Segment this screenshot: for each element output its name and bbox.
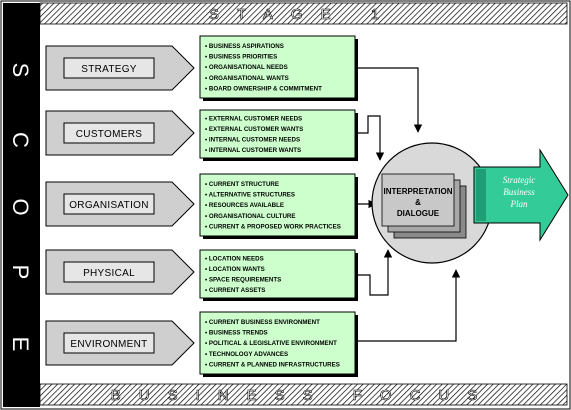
row-strategy: STRATEGY • BUSINESS ASPIRATIONS • BUSINESS… <box>45 35 358 101</box>
document-stack <box>381 173 467 239</box>
item-text: • CURRENT STRUCTURE <box>205 181 279 188</box>
item-text: • BUSINESS PRIORITIES <box>205 54 277 61</box>
item-text: • BOARD OWNERSHIP & COMMITMENT <box>205 85 322 92</box>
item-text: • CURRENT ASSETS <box>205 287 265 294</box>
item-text: • EXTERNAL CUSTOMER NEEDS <box>205 115 302 122</box>
scope-letter: S <box>8 63 33 78</box>
row-physical: PHYSICAL • LOCATION NEEDS • LOCATION WANTS… <box>45 249 358 301</box>
item-box <box>199 109 356 159</box>
item-text: • CURRENT BUSINESS ENVIRONMENT <box>205 319 320 326</box>
chevron-label-box <box>63 193 155 215</box>
row-customers: CUSTOMERS • EXTERNAL CUSTOMER NEEDS • EXTE… <box>45 109 358 161</box>
center-line3: DIALOGUE <box>397 209 440 218</box>
chevron-label: ORGANISATION <box>69 200 149 211</box>
connector-environment <box>358 269 461 342</box>
scope-letter: E <box>8 337 33 352</box>
item-text: • RESOURCES AVAILABLE <box>205 202 284 209</box>
strategic-plan-arrow <box>473 148 569 242</box>
scope-sidebar <box>3 3 40 407</box>
rows: STRATEGY • BUSINESS ASPIRATIONS • BUSINESS… <box>45 35 358 377</box>
item-text: • LOCATION NEEDS <box>205 255 264 262</box>
item-text: • CURRENT & PLANNED INFRASTRUCTURES <box>205 361 340 368</box>
scope-letter: C <box>8 132 33 148</box>
item-text: • ORGANISATIONAL NEEDS <box>205 64 288 71</box>
chevron-label-box <box>63 122 155 144</box>
chevron-label-box <box>63 261 155 283</box>
item-text: • EXTERNAL CUSTOMER WANTS <box>205 126 303 133</box>
item-text: • INTERNAL CUSTOMER WANTS <box>205 147 301 154</box>
output-line2: Business <box>503 187 535 197</box>
item-text: • LOCATION WANTS <box>205 266 265 273</box>
item-text: • CURRENT & PROPOSED WORK PRACTICES <box>205 223 341 230</box>
arrow-stripe <box>476 169 486 221</box>
item-box <box>199 311 356 375</box>
connector-physical <box>358 249 393 296</box>
scope-letter: O <box>8 198 33 215</box>
item-text: • ORGANISATIONAL CULTURE <box>205 213 296 220</box>
item-text: • POLITICAL & LEGISLATIVE ENVIRONMENT <box>205 340 337 347</box>
chevron-label-box <box>63 332 155 354</box>
connectors <box>358 67 461 342</box>
row-organisation: ORGANISATION • CURRENT STRUCTURE • ALTERNA… <box>45 173 358 239</box>
header-title: STAGE 1 <box>209 6 397 23</box>
item-text: • BUSINESS ASPIRATIONS <box>205 43 284 50</box>
chevron-label: ENVIRONMENT <box>70 339 147 350</box>
item-text: • ALTERNATIVE STRUCTURES <box>205 192 295 199</box>
chevron-label: PHYSICAL <box>83 268 135 279</box>
chevron-label: CUSTOMERS <box>76 129 142 140</box>
output-line3: Plan <box>510 199 528 209</box>
item-text: • TECHNOLOGY ADVANCES <box>205 351 288 358</box>
connector-strategy <box>358 67 423 133</box>
center-line1: INTERPRETATION <box>383 187 452 196</box>
item-box <box>199 35 356 99</box>
item-text: • SPACE REQUIREMENTS <box>205 277 281 284</box>
item-text: • INTERNAL CUSTOMER NEEDS <box>205 137 300 144</box>
footer-title: BUSINESS FOCUS <box>111 387 496 404</box>
scope-letter: P <box>8 265 33 280</box>
item-box <box>199 249 356 299</box>
chevron-label: STRATEGY <box>81 64 137 75</box>
item-text: • ORGANISATIONAL WANTS <box>205 75 289 82</box>
output-line1: Strategic <box>503 175 536 185</box>
scope-letters: S C O P E <box>8 63 33 352</box>
chevron-label-box <box>63 57 155 79</box>
row-environment: ENVIRONMENT • CURRENT BUSINESS ENVIRONMEN… <box>45 311 358 377</box>
connector-customers <box>358 115 385 161</box>
item-box <box>199 173 356 237</box>
center-line2: & <box>415 198 421 207</box>
item-text: • BUSINESS TRENDS <box>205 330 268 337</box>
